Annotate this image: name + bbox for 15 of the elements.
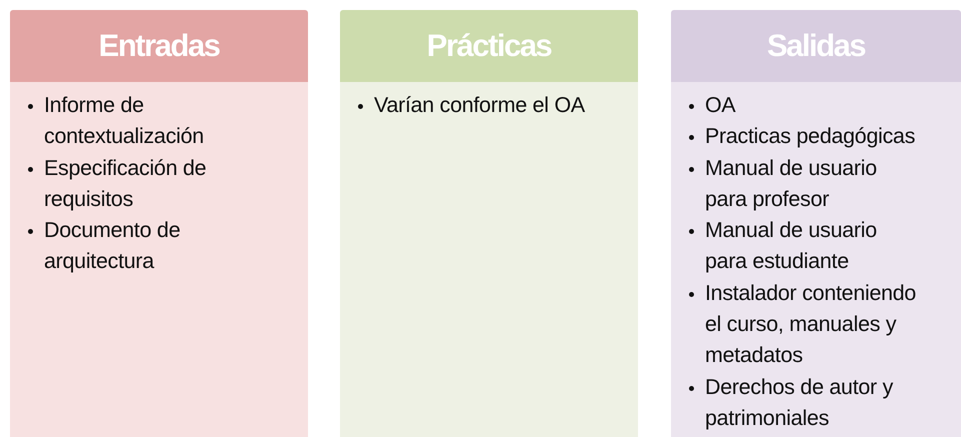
- list-item: Practicas pedagógicas: [705, 124, 916, 148]
- column-panel: [10, 82, 308, 437]
- list-item: Manual de usuario para estudiante: [705, 218, 877, 274]
- list-item: Informe de contextualización: [44, 93, 204, 148]
- list-item: Documento de arquitectura: [44, 218, 180, 274]
- list-item: Varían conforme el OA: [374, 93, 585, 117]
- list-item: Manual de usuario para profesor: [705, 156, 877, 211]
- column-header: Prácticas: [340, 10, 638, 82]
- column-panel: [671, 82, 961, 437]
- list-item: Especificación de requisitos: [44, 156, 206, 211]
- column-panel: [340, 82, 638, 437]
- column-header: Entradas: [10, 10, 308, 82]
- list-item: OA: [705, 93, 736, 117]
- list-item: Instalador conteniendo el curso, manuales y metadatos: [705, 280, 916, 368]
- list-item: Derechos de autor y patrimoniales: [705, 374, 893, 430]
